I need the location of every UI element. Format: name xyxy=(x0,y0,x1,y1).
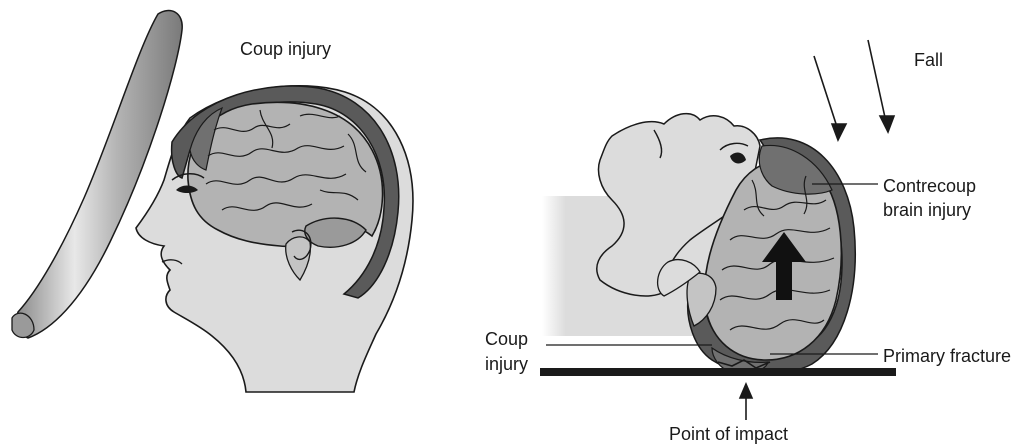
label-coup-line2: injury xyxy=(485,354,528,374)
point-of-impact-arrow xyxy=(740,384,752,420)
label-coup-line1: Coup xyxy=(485,329,528,349)
label-point-of-impact: Point of impact xyxy=(669,424,788,444)
label-coup-injury-left: Coup injury xyxy=(240,39,331,59)
floor-surface xyxy=(540,368,896,376)
baseball-bat xyxy=(12,11,182,338)
label-fall: Fall xyxy=(914,50,943,70)
label-primary-fracture: Primary fracture xyxy=(883,346,1011,366)
fall-arrows xyxy=(814,40,894,140)
label-contrecoup-line1: Contrecoup xyxy=(883,176,976,196)
label-contrecoup-line2: brain injury xyxy=(883,200,971,220)
left-figure xyxy=(136,86,413,392)
right-figure xyxy=(542,114,855,374)
